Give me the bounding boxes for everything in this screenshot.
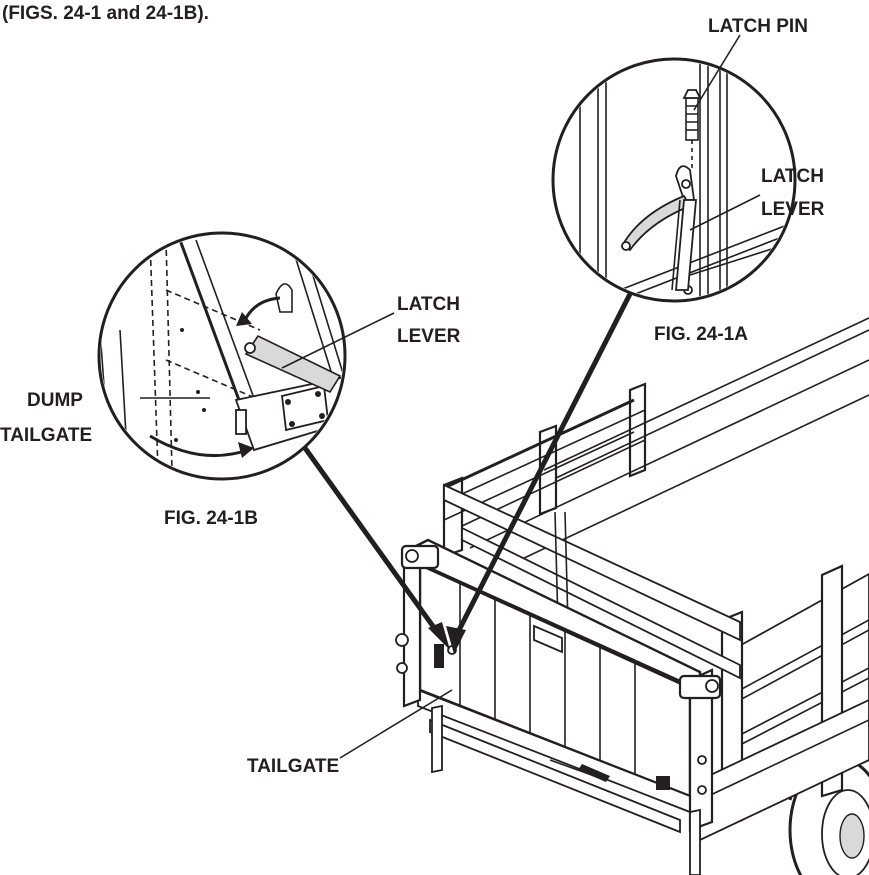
arrow-to-latch-pin — [453, 292, 633, 638]
caption-fig-24-1b: FIG. 24-1B — [164, 508, 258, 529]
detail-fig-24-1a — [551, 57, 797, 303]
label-latch-pin: LATCH PIN — [708, 16, 808, 37]
rear-stake-frame — [442, 317, 869, 701]
label-dump-line2: TAILGATE — [0, 425, 92, 446]
arrow-to-dump-latch — [302, 446, 443, 638]
truck-assembly — [395, 317, 869, 875]
gate-rotation-arrow — [149, 434, 249, 458]
leader-latch-pin — [693, 34, 741, 111]
callout-leaders — [140, 34, 761, 759]
caption-fig-24-1a: FIG. 24-1A — [654, 324, 748, 345]
label-latch-lever-a-line1: LATCH — [761, 166, 824, 187]
leader-tailgate — [339, 689, 453, 759]
label-latch-lever-b-line2: LEVER — [397, 326, 461, 347]
label-latch-lever-a-line2: LEVER — [761, 199, 825, 220]
label-latch-lever-b-line1: LATCH — [397, 294, 460, 315]
detail-fig-24-1b — [97, 231, 347, 481]
leader-latch-lever-b — [281, 312, 395, 369]
leader-arrows — [302, 292, 633, 654]
intro-text: (FIGS. 24-1 and 24-1B). — [2, 3, 209, 24]
leader-latch-lever-a — [689, 194, 761, 231]
label-tailgate: TAILGATE — [247, 756, 339, 777]
label-dump-line1: DUMP — [27, 390, 83, 411]
